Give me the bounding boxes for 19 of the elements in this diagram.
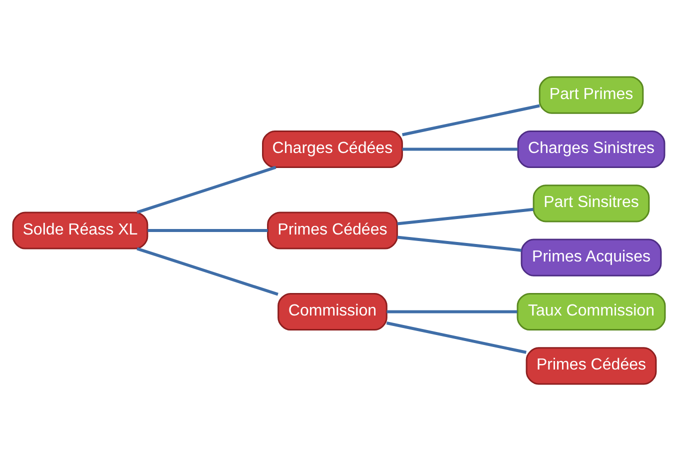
node-box: Charges Sinistres <box>516 130 665 168</box>
node-box: Part Sinsitres <box>532 184 650 222</box>
connector <box>401 104 540 136</box>
connector <box>396 236 522 252</box>
node-box: Primes Cédées <box>525 347 656 385</box>
connector <box>402 148 518 151</box>
node-box: Commission <box>277 292 387 331</box>
node-box: Primes Cédées <box>266 212 398 250</box>
node-box: Primes Acquises <box>520 238 662 276</box>
node-box: Part Primes <box>538 76 644 114</box>
node-box: Taux Commission <box>516 292 666 331</box>
node-box: Charges Cédées <box>262 130 402 168</box>
node-box: Solde Réass XL <box>12 212 148 250</box>
connector <box>396 208 533 226</box>
connector <box>136 166 276 214</box>
connector <box>386 310 517 314</box>
connector <box>147 229 268 232</box>
connector <box>386 322 526 354</box>
connector <box>136 247 278 296</box>
